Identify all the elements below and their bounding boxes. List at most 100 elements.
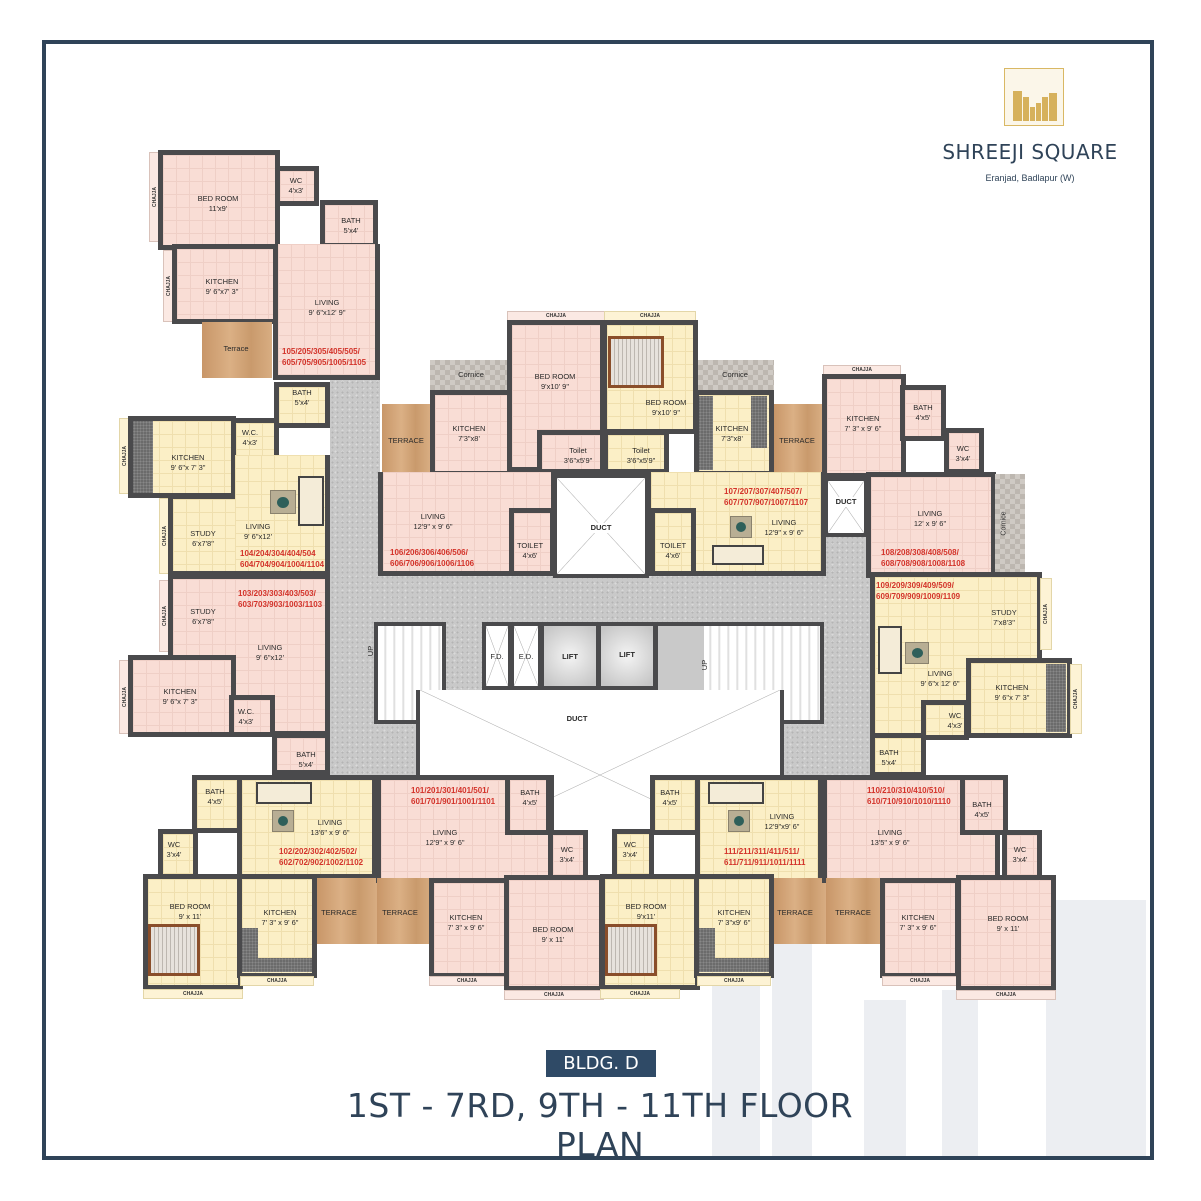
wc-04-label: W.C.4'x3' bbox=[241, 428, 259, 447]
kitchen-counter bbox=[133, 421, 153, 493]
bed bbox=[608, 336, 664, 388]
bedroom-10 bbox=[956, 875, 1056, 991]
wc-03-label: W.C.4'x3' bbox=[237, 707, 255, 726]
unit-numbers-05: 105/205/305/405/505/605/705/905/1005/110… bbox=[282, 347, 367, 367]
terrace-05 bbox=[202, 322, 272, 378]
electrical-duct-label: E.D. bbox=[518, 652, 534, 661]
living-05 bbox=[273, 244, 380, 380]
unit-numbers-01: 101/201/301/401/501/601/701/901/1001/110… bbox=[411, 786, 496, 806]
terrace-10 bbox=[826, 878, 884, 944]
wc-03 bbox=[229, 695, 275, 737]
upper-duct-label: DUCT bbox=[588, 523, 614, 533]
kitchen-counter bbox=[242, 958, 312, 972]
unit-numbers-08: 108/208/308/408/508/608/708/908/1008/110… bbox=[881, 548, 966, 568]
terrace-06-label: TERRACE bbox=[388, 436, 424, 445]
lift-1-label: LIFT bbox=[562, 652, 578, 661]
terrace-01-label: TERRACE bbox=[382, 908, 418, 917]
sofa bbox=[298, 476, 324, 526]
kitchen-counter bbox=[699, 958, 769, 972]
sofa bbox=[256, 782, 312, 804]
bg-building-shape bbox=[712, 960, 760, 1156]
kitchen-11 bbox=[694, 874, 774, 978]
terrace-02-label: TERRACE bbox=[321, 908, 357, 917]
stair-up-label: UP bbox=[700, 659, 710, 671]
bath-08 bbox=[900, 385, 946, 441]
bedroom-05 bbox=[158, 150, 280, 250]
right-duct-label: DUCT bbox=[835, 497, 857, 507]
lift-2 bbox=[597, 622, 657, 690]
lift-2-label: LIFT bbox=[619, 650, 635, 659]
unit-numbers-02: 102/202/302/402/502/602/702/902/1002/110… bbox=[279, 847, 364, 867]
rug bbox=[270, 490, 296, 514]
cornice-label: Cornice bbox=[458, 370, 484, 379]
rug bbox=[730, 516, 752, 538]
right-duct bbox=[824, 477, 868, 537]
bg-building-shape bbox=[772, 930, 812, 1156]
bath-10 bbox=[960, 775, 1008, 835]
study-03 bbox=[168, 574, 240, 662]
kitchen-05 bbox=[172, 244, 278, 324]
sofa bbox=[712, 545, 764, 565]
sofa bbox=[708, 782, 764, 804]
bath-09 bbox=[870, 733, 926, 777]
terrace-11 bbox=[774, 878, 826, 944]
kitchen-10 bbox=[880, 878, 960, 978]
cornice bbox=[430, 360, 510, 390]
bg-building-shape bbox=[1046, 900, 1146, 1156]
wc-10 bbox=[1002, 830, 1042, 880]
toilet-06 bbox=[509, 508, 555, 576]
kitchen-counter bbox=[1046, 664, 1066, 732]
unit-numbers-09: 109/209/309/409/509/609/709/909/1009/110… bbox=[876, 581, 961, 601]
fire-duct-label: F.D. bbox=[490, 652, 504, 661]
bath-04 bbox=[274, 382, 330, 428]
unit-numbers-10: 110/210/310/410/510/610/710/910/1010/111… bbox=[867, 786, 951, 806]
brand-logo-icon bbox=[1004, 68, 1064, 126]
chajja: CHAJJA bbox=[600, 989, 680, 999]
kitchen-08 bbox=[822, 374, 906, 478]
staircase-left bbox=[374, 622, 446, 724]
unit-numbers-07: 107/207/307/407/507/607/707/907/1007/110… bbox=[724, 487, 809, 507]
unit-numbers-11: 111/211/311/411/511/611/711/911/1011/111… bbox=[724, 847, 806, 867]
sofa bbox=[878, 626, 902, 674]
chajja: CHAJJA bbox=[504, 990, 604, 1000]
unit-numbers-06: 106/206/306/406/506/606/706/906/1006/110… bbox=[390, 548, 475, 568]
living-08 bbox=[866, 472, 996, 578]
rug bbox=[728, 810, 750, 832]
